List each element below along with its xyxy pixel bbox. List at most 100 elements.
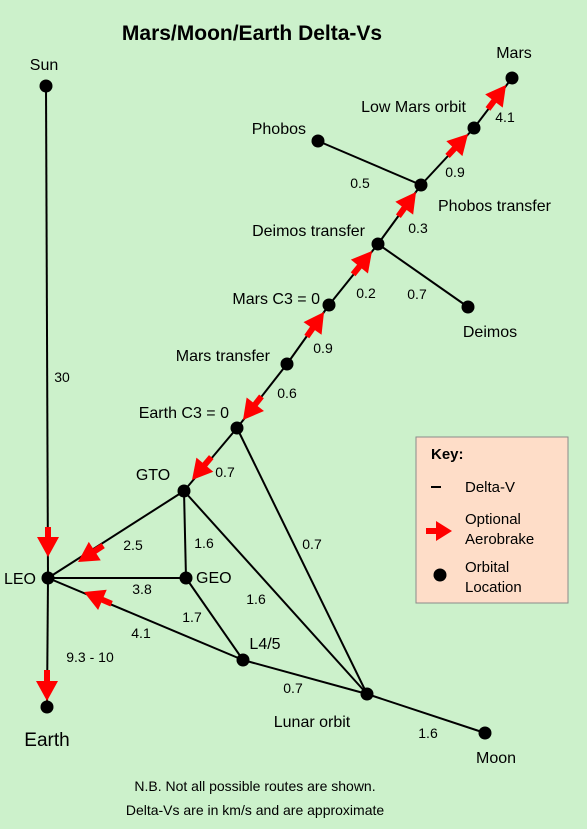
aerobrake-arrow-shaft bbox=[201, 455, 214, 469]
route-ec3-lunar bbox=[236, 427, 368, 695]
dv-lunar-moon: 1.6 bbox=[418, 725, 438, 741]
node-geo bbox=[179, 571, 193, 585]
node-mars-transfer bbox=[280, 357, 294, 371]
label-geo: GEO bbox=[196, 570, 232, 587]
label-deimos-transfer: Deimos transfer bbox=[252, 223, 366, 240]
node-lunar-orbit bbox=[360, 687, 374, 701]
node-gto bbox=[177, 484, 191, 498]
key-location-dot-icon bbox=[433, 568, 447, 582]
orbital-locations bbox=[39, 71, 519, 740]
label-phobos-transfer: Phobos transfer bbox=[438, 198, 552, 215]
node-low-mars-orbit bbox=[467, 121, 481, 135]
aerobrake-arrow-shaft bbox=[395, 204, 408, 219]
aerobrake-arrow-icon bbox=[37, 537, 59, 557]
route-gto-lunar bbox=[183, 490, 368, 695]
label-lunar-orbit: Lunar orbit bbox=[274, 714, 351, 731]
aerobrake-arrow-shaft bbox=[485, 97, 498, 111]
dv-phobos-pt: 0.5 bbox=[350, 175, 370, 191]
aerobrake-arrow-shaft bbox=[44, 670, 50, 682]
node-phobos bbox=[311, 134, 325, 148]
dv-ec3-mt: 0.6 bbox=[277, 385, 297, 401]
key-aerobrake-arrow-icon bbox=[436, 521, 452, 541]
aerobrake-arrow-icon bbox=[243, 397, 264, 420]
node-deimos-transfer bbox=[371, 237, 385, 251]
dv-geo-l45: 1.7 bbox=[182, 609, 202, 625]
label-phobos: Phobos bbox=[252, 121, 306, 138]
aerobrake-arrow-icon bbox=[36, 681, 58, 701]
route-gto-geo bbox=[183, 490, 187, 579]
dv-leo-earth: 9.3 - 10 bbox=[66, 649, 114, 665]
label-earth-c3: Earth C3 = 0 bbox=[139, 405, 229, 422]
dv-lmo-mars: 4.1 bbox=[495, 109, 515, 125]
footnote-routes: N.B. Not all possible routes are shown. bbox=[134, 778, 375, 794]
aerobrake-arrow-icon bbox=[192, 457, 214, 480]
dv-ec3-lunar: 0.7 bbox=[302, 536, 322, 552]
route-phobos-transfer bbox=[317, 140, 422, 186]
dv-gto-lunar: 1.6 bbox=[246, 591, 266, 607]
location-labels: Sun Mars Low Mars orbit Phobos Phobos tr… bbox=[4, 45, 552, 767]
key-aerobrake-label-2: Aerobrake bbox=[465, 531, 534, 548]
key-delta-v-label: Delta-V bbox=[465, 479, 515, 496]
node-deimos bbox=[461, 300, 475, 314]
dv-l45-lunar: 0.7 bbox=[283, 680, 303, 696]
key-title: Key: bbox=[431, 446, 464, 463]
node-sun bbox=[39, 79, 53, 93]
label-sun: Sun bbox=[30, 57, 58, 74]
label-gto: GTO bbox=[136, 467, 170, 484]
dv-mt-mc3: 0.9 bbox=[313, 340, 333, 356]
dv-mc3-dt: 0.2 bbox=[356, 285, 376, 301]
dv-pt-lmo: 0.9 bbox=[445, 164, 465, 180]
aerobrake-arrow-shaft bbox=[350, 263, 364, 277]
route-leo-l45 bbox=[47, 577, 244, 661]
label-deimos: Deimos bbox=[463, 324, 517, 341]
diagram-title: Mars/Moon/Earth Delta-Vs bbox=[122, 22, 382, 45]
route-l45-lunar bbox=[242, 659, 368, 695]
dv-sun-leo: 30 bbox=[54, 369, 70, 385]
label-leo: LEO bbox=[4, 571, 36, 588]
footnote-units: Delta-Vs are in km/s and are approximate bbox=[126, 802, 385, 818]
dv-ec3-gto: 0.7 bbox=[215, 464, 235, 480]
label-mars-transfer: Mars transfer bbox=[176, 348, 271, 365]
route-lunar-moon bbox=[366, 693, 486, 734]
dv-dt-pt: 0.3 bbox=[408, 220, 428, 236]
node-moon bbox=[478, 726, 492, 740]
label-mars: Mars bbox=[496, 45, 532, 62]
label-l45: L4/5 bbox=[249, 636, 280, 653]
node-mars-c3 bbox=[322, 298, 336, 312]
label-mars-c3: Mars C3 = 0 bbox=[232, 291, 320, 308]
route-lines bbox=[45, 77, 513, 734]
aerobrake-arrow-icon bbox=[446, 134, 468, 157]
node-l45 bbox=[236, 653, 250, 667]
key-location-label-2: Location bbox=[465, 579, 522, 596]
aerobrake-arrow-icon bbox=[395, 192, 416, 215]
dv-gto-geo: 1.6 bbox=[194, 535, 214, 551]
delta-v-labels: 30 9.3 - 10 4.1 0.5 0.9 0.3 0.2 0.7 0.9 … bbox=[54, 109, 515, 741]
node-leo bbox=[41, 571, 55, 585]
route-dt-deimos bbox=[377, 243, 469, 308]
aerobrake-arrow-shaft bbox=[304, 325, 317, 339]
aerobrake-arrow-icon bbox=[84, 589, 107, 610]
route-geo-l45 bbox=[185, 577, 244, 661]
key-aerobrake-label-1: Optional bbox=[465, 511, 521, 528]
dv-leo-geo: 3.8 bbox=[132, 581, 152, 597]
route-sun-leo bbox=[45, 85, 49, 579]
node-phobos-transfer bbox=[414, 178, 428, 192]
key-box: Key: Delta-V Optional Aerobrake Orbital … bbox=[415, 436, 569, 604]
dv-gto-leo: 2.5 bbox=[123, 537, 143, 553]
aerobrake-arrow-icon bbox=[78, 541, 101, 562]
aerobrake-arrow-icon bbox=[485, 85, 506, 108]
dv-leo-l45: 4.1 bbox=[131, 625, 151, 641]
aerobrake-arrow-shaft bbox=[251, 394, 264, 408]
label-earth: Earth bbox=[24, 730, 69, 751]
dv-dt-deimos: 0.7 bbox=[407, 286, 427, 302]
key-aerobrake-arrow-shaft bbox=[426, 528, 438, 534]
aerobrake-arrow-shaft bbox=[91, 543, 105, 555]
label-low-mars-orbit: Low Mars orbit bbox=[361, 99, 466, 116]
node-mars bbox=[505, 71, 519, 85]
label-moon: Moon bbox=[476, 750, 516, 767]
aerobrake-arrow-icon bbox=[303, 312, 324, 335]
node-earth-c3 bbox=[230, 421, 244, 435]
aerobrake-arrow-shaft bbox=[445, 145, 458, 158]
route-gto-leo bbox=[47, 490, 185, 579]
